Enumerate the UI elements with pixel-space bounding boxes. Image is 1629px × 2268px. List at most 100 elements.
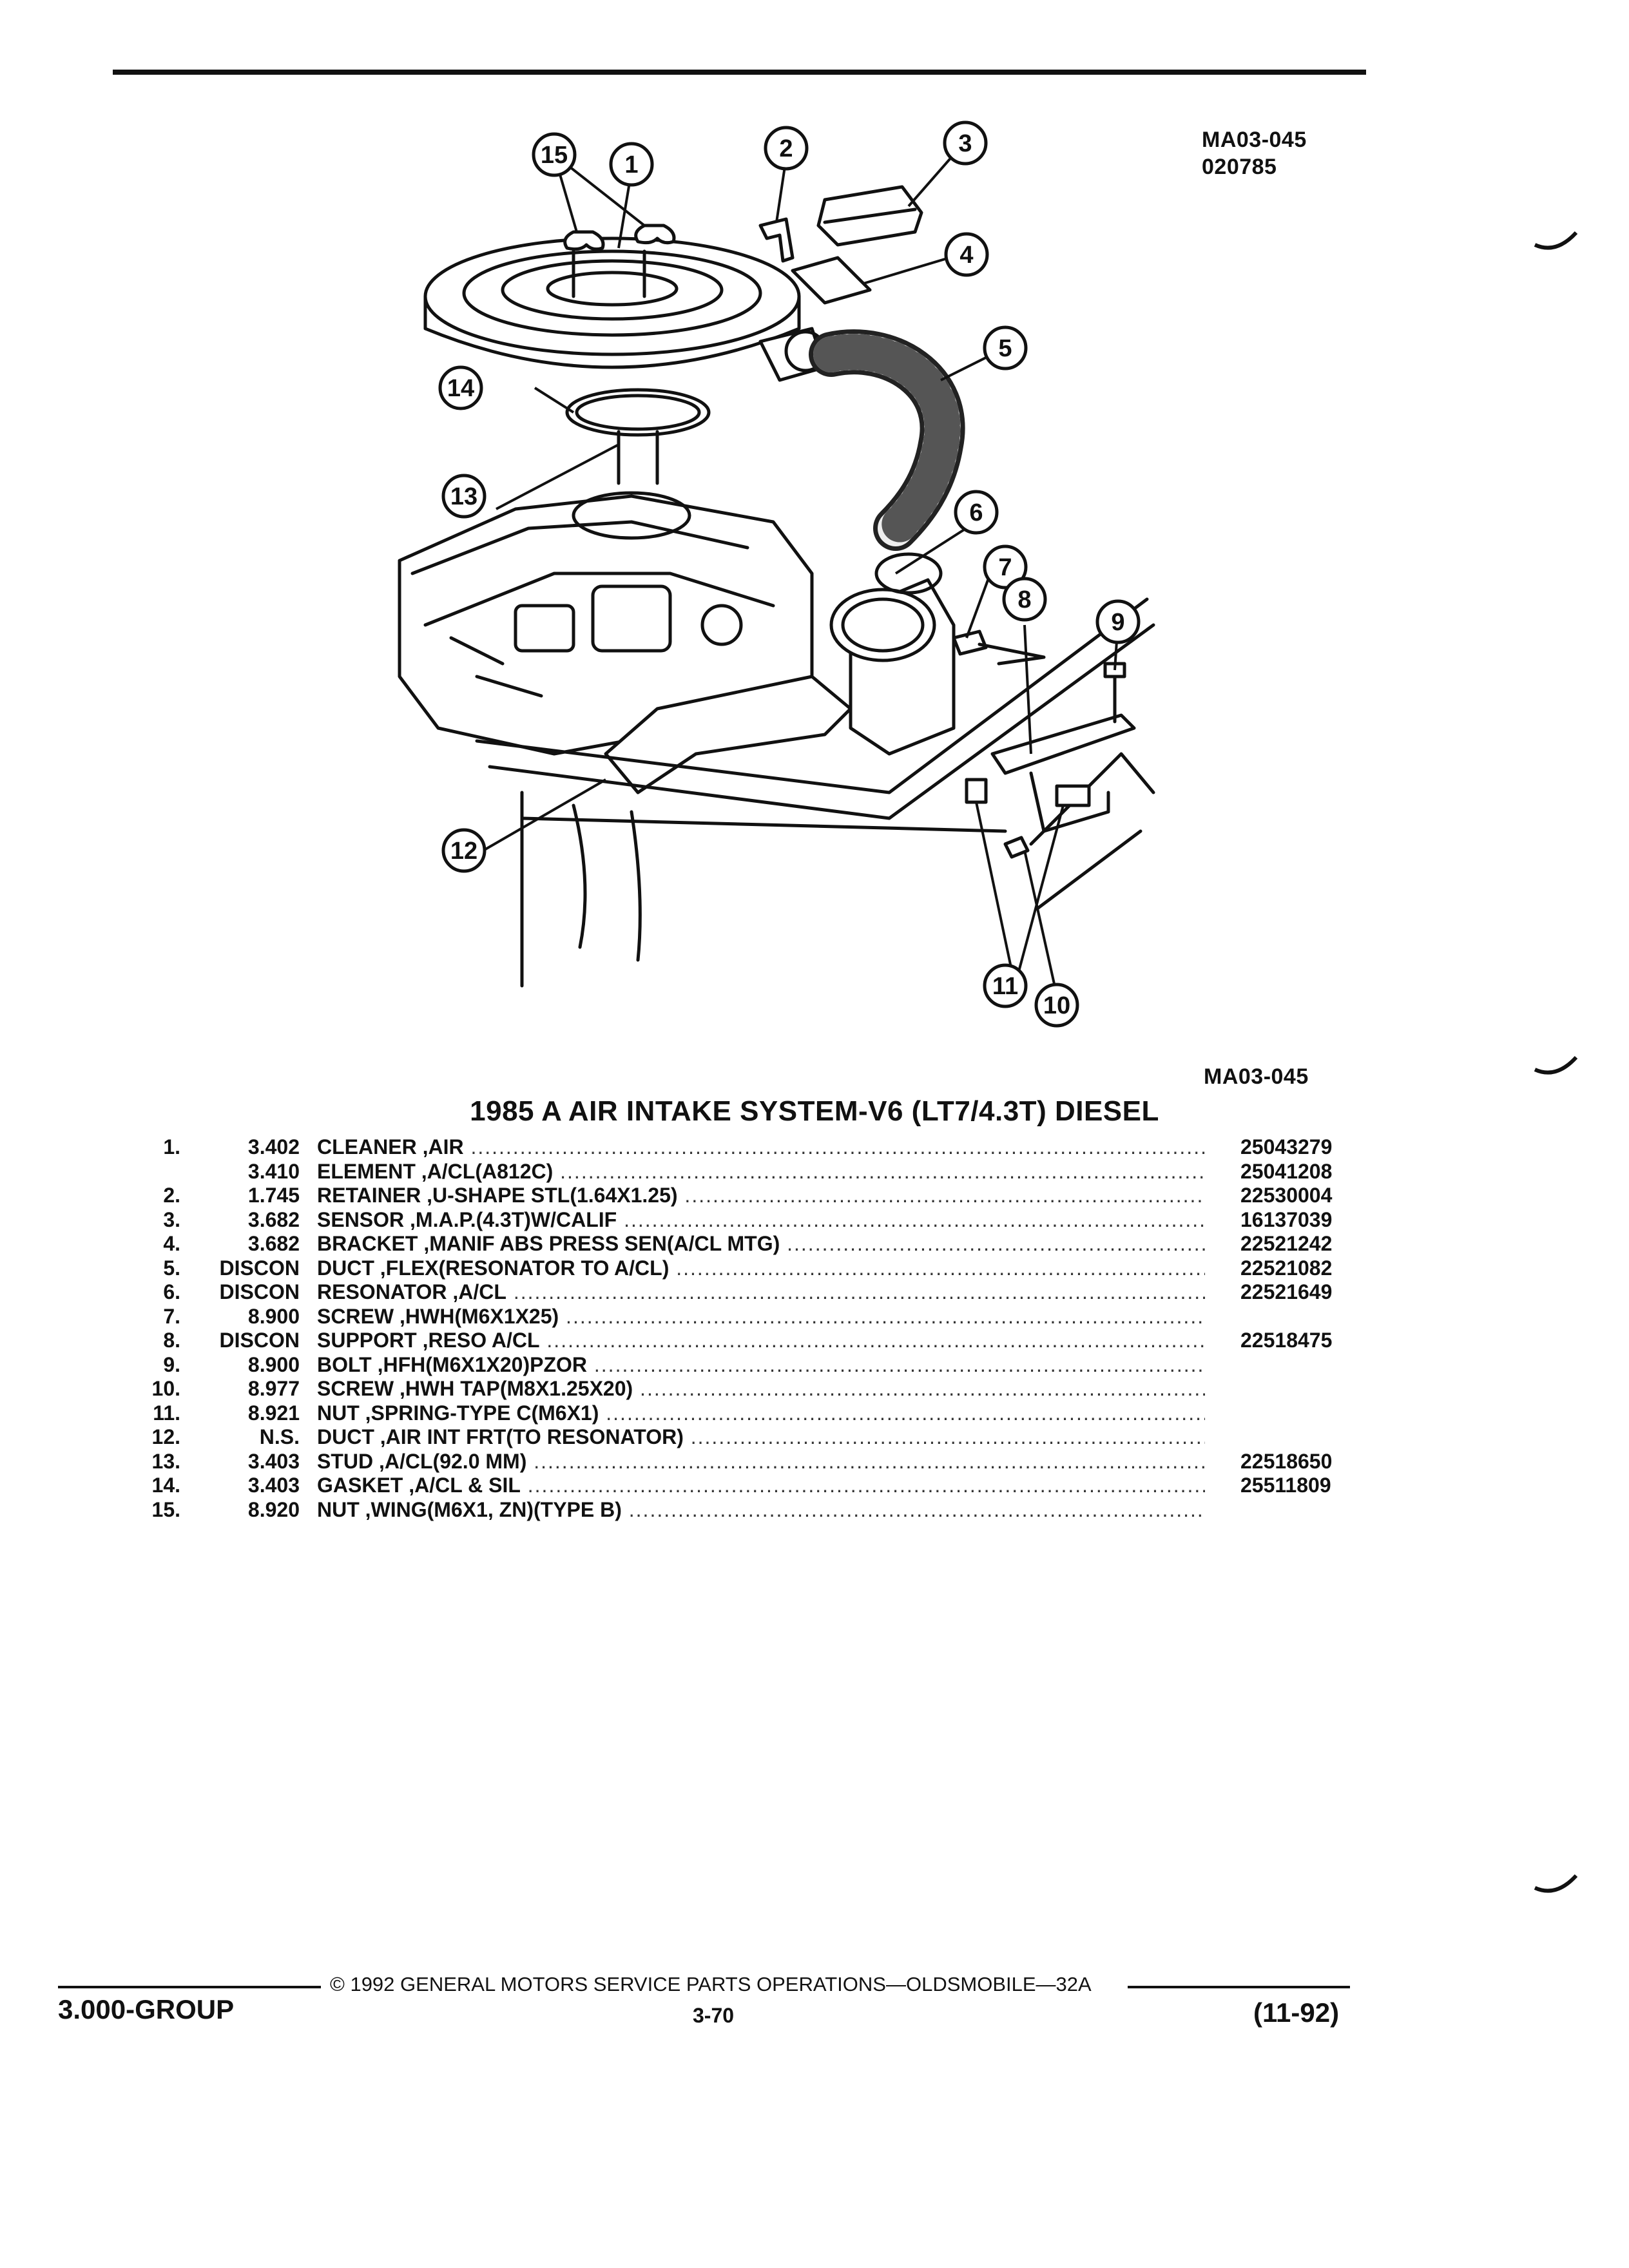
part-item-number: 2. — [163, 1184, 180, 1207]
part-group-number: 8.920 — [247, 1497, 300, 1521]
callout-2: 2 — [779, 135, 793, 162]
body-panel-drawing — [475, 597, 1155, 988]
part-description: SCREW ,HWH TAP(M8X1.25X20) .............… — [317, 1377, 1205, 1401]
callout-1: 1 — [624, 151, 638, 178]
part-group-number: 3.402 — [247, 1135, 300, 1158]
footer-rule-right — [1128, 1986, 1350, 1988]
part-group-number: 3.682 — [247, 1207, 300, 1231]
part-description: GASKET ,A/CL & SIL .....................… — [317, 1474, 1205, 1497]
part-group-number: 8.977 — [247, 1377, 300, 1400]
callout-13: 13 — [450, 483, 477, 510]
callout-10: 10 — [1043, 992, 1070, 1019]
parts-row: 7. 8.900 SCREW ,HWH(M6X1X25) .............… — [148, 1305, 1360, 1329]
part-group-number: 8.900 — [247, 1352, 300, 1376]
part-number: 22521649 — [1240, 1280, 1333, 1303]
part-group-number: 3.403 — [247, 1449, 300, 1473]
part-description: SUPPORT ,RESO A/CL .....................… — [317, 1329, 1205, 1352]
part-number: 16137039 — [1240, 1207, 1333, 1231]
resonator-drawing — [829, 552, 956, 756]
callout-5: 5 — [998, 335, 1012, 362]
part-description: SENSOR ,M.A.P.(4.3T)W/CALIF ............… — [317, 1208, 1205, 1232]
part-group-number: 3.403 — [247, 1474, 300, 1497]
dot-leader: ........................................… — [787, 1232, 1205, 1255]
part-item-number: 1. — [163, 1135, 180, 1158]
parts-row: 15. 8.920 NUT ,WING(M6X1, ZN)(TYPE B) ....… — [148, 1498, 1360, 1523]
part-description: BOLT ,HFH(M6X1X20)PZOR .................… — [317, 1353, 1205, 1377]
dot-leader: ........................................… — [560, 1159, 1205, 1183]
footer-copyright: © 1992 GENERAL MOTORS SERVICE PARTS OPER… — [330, 1973, 1092, 1995]
support-drawing — [990, 713, 1136, 775]
part-item-number: 14. — [151, 1474, 180, 1497]
part-item-number: 6. — [163, 1280, 180, 1303]
part-item-number: 8. — [163, 1329, 180, 1352]
part-group-number: 8.921 — [247, 1401, 300, 1425]
dot-leader: ........................................… — [690, 1425, 1205, 1448]
part-number: 22521242 — [1240, 1232, 1333, 1255]
dot-leader: ........................................… — [534, 1449, 1205, 1473]
top-rule — [113, 70, 1366, 75]
part-item-number: 11. — [153, 1401, 180, 1425]
dot-leader: ........................................… — [566, 1304, 1205, 1328]
part-item-number: 5. — [163, 1256, 180, 1280]
retainer-drawing — [758, 217, 795, 263]
callout-9: 9 — [1111, 609, 1124, 636]
scan-edge-mark — [1534, 231, 1578, 250]
part-description: SCREW ,HWH(M6X1X25) ....................… — [317, 1305, 1205, 1329]
spring-nut-drawing — [965, 778, 988, 804]
figure-id: MA03-045 — [1202, 128, 1307, 152]
part-description: STUD ,A/CL(92.0 MM) ....................… — [317, 1450, 1205, 1474]
callout-8: 8 — [1017, 586, 1031, 613]
footer-date: (11-92) — [1253, 1997, 1340, 2028]
parts-list-title: 1985 A AIR INTAKE SYSTEM-V6 (LT7/4.3T) D… — [470, 1095, 1159, 1127]
footer-group: 3.000-GROUP — [58, 1994, 235, 2024]
part-group-number: DISCON — [219, 1256, 300, 1280]
part-description: RESONATOR ,A/CL ........................… — [317, 1280, 1205, 1304]
part-number: 25511809 — [1240, 1474, 1331, 1497]
parts-row: 10. 8.977 SCREW ,HWH TAP(M8X1.25X20) .....… — [148, 1377, 1360, 1401]
callout-4: 4 — [959, 242, 973, 269]
callout-3: 3 — [958, 130, 972, 157]
footer-page-number: 3-70 — [693, 2004, 735, 2027]
gasket-drawing — [565, 388, 711, 437]
part-description: DUCT ,AIR INT FRT(TO RESONATOR) ........… — [317, 1425, 1205, 1449]
part-group-number: N.S. — [259, 1425, 300, 1448]
dot-leader: ........................................… — [606, 1401, 1205, 1425]
parts-row: 5. DISCON DUCT ,FLEX(RESONATOR TO A/CL) ..… — [148, 1256, 1360, 1281]
part-description: DUCT ,FLEX(RESONATOR TO A/CL) ..........… — [317, 1256, 1205, 1280]
dot-leader: ........................................… — [684, 1184, 1205, 1207]
part-item-number: 12. — [151, 1425, 180, 1448]
dot-leader: ........................................… — [527, 1474, 1205, 1497]
bolt-drawing — [1103, 662, 1126, 724]
part-item-number: 15. — [151, 1497, 180, 1521]
part-description: ELEMENT ,A/CL(A812C) ...................… — [317, 1160, 1205, 1184]
part-number: 22518650 — [1240, 1449, 1333, 1473]
callout-14: 14 — [447, 375, 474, 402]
part-item-number: 7. — [163, 1304, 180, 1328]
dot-leader: ........................................… — [624, 1207, 1205, 1231]
part-group-number: 8.900 — [247, 1304, 300, 1328]
air-intake-exploded-diagram: 1 2 3 4 5 6 7 8 9 10 11 12 13 14 15 — [398, 120, 1155, 1028]
dot-leader: ........................................… — [628, 1497, 1205, 1521]
callout-12: 12 — [450, 838, 477, 865]
dot-leader: ........................................… — [546, 1329, 1205, 1352]
dot-leader: ........................................… — [676, 1256, 1205, 1280]
wing-nuts-drawing — [563, 224, 676, 251]
diagram-caption-id: MA03-045 — [1204, 1064, 1309, 1089]
part-item-number: 3. — [163, 1207, 180, 1231]
dot-leader: ........................................… — [513, 1280, 1205, 1303]
parts-row: 14. 3.403 GASKET ,A/CL & SIL .............… — [148, 1474, 1360, 1498]
part-description: RETAINER ,U-SHAPE STL(1.64X1.25) .......… — [317, 1184, 1205, 1207]
part-item-number: 10. — [151, 1377, 180, 1400]
part-item-number: 13. — [151, 1449, 180, 1473]
part-description: NUT ,WING(M6X1, ZN)(TYPE B) ............… — [317, 1498, 1205, 1522]
parts-row: 3. 3.682 SENSOR ,M.A.P.(4.3T)W/CALIF .....… — [148, 1208, 1360, 1233]
callout-7: 7 — [998, 554, 1012, 581]
part-group-number: 3.682 — [247, 1232, 300, 1255]
part-group-number: 1.745 — [247, 1184, 300, 1207]
